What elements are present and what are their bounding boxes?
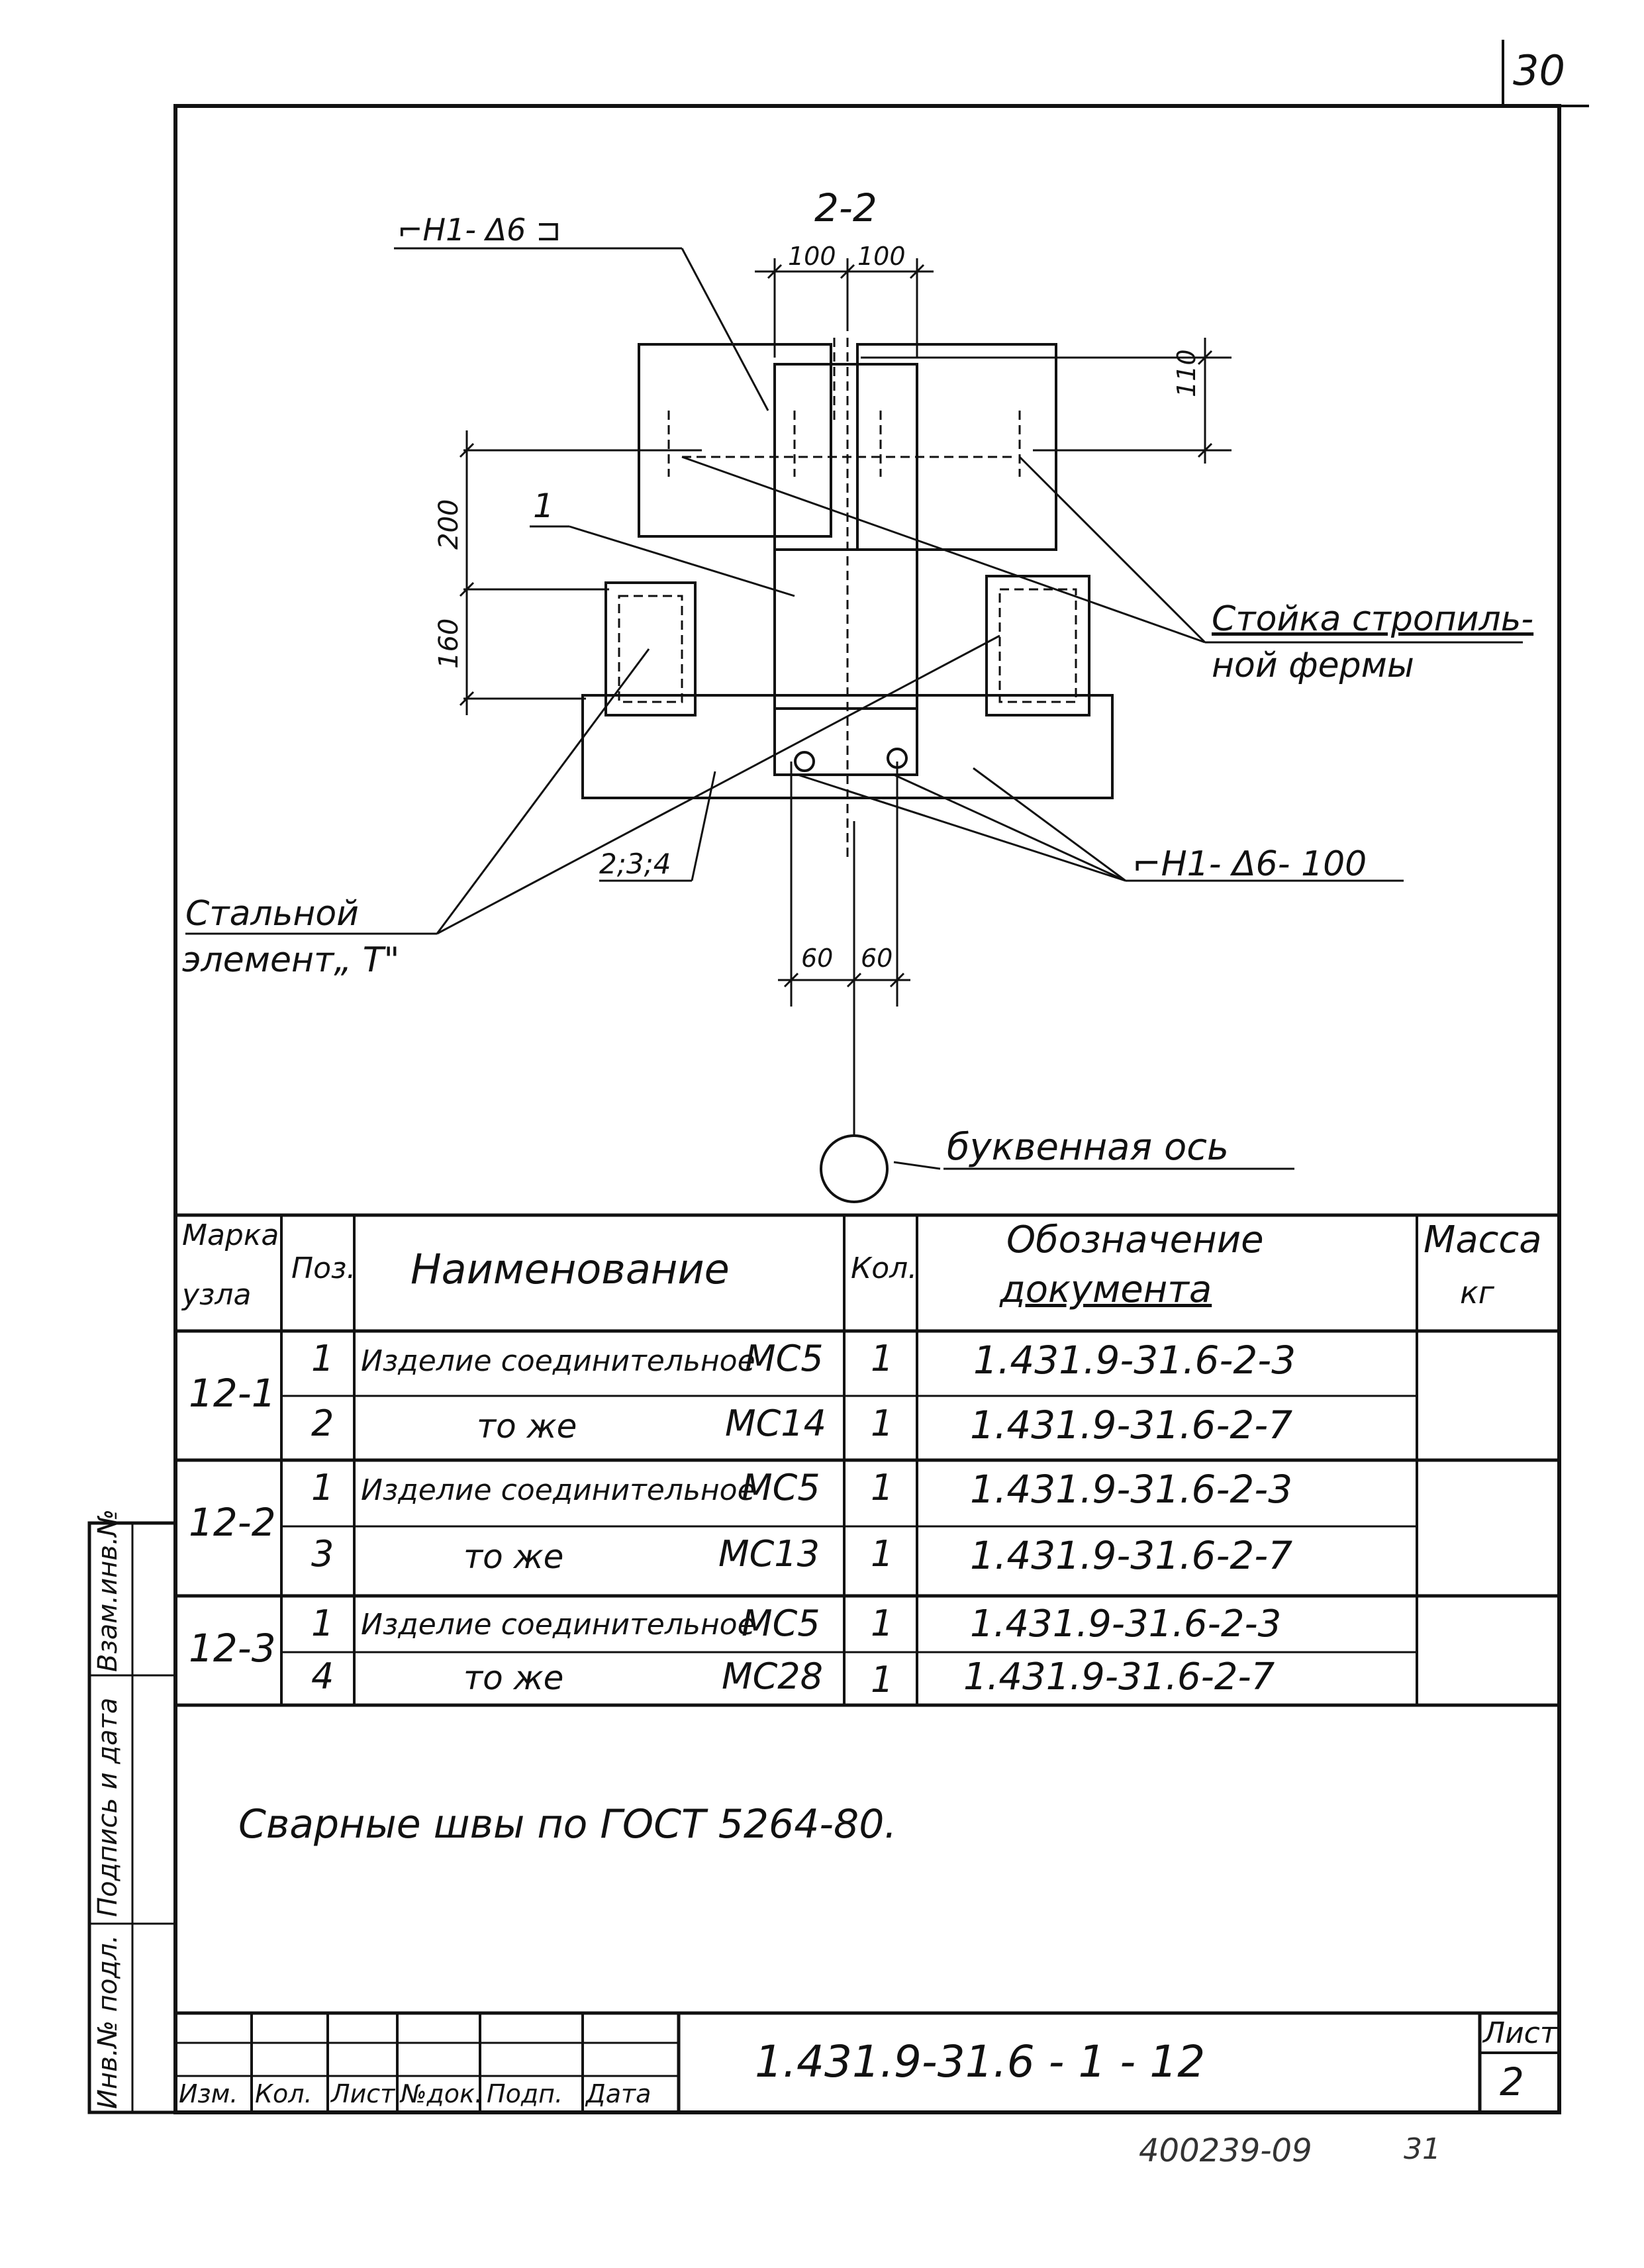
row-name: то же <box>463 1659 564 1697</box>
sheet-number: 2 <box>1500 2059 1524 2104</box>
row-doc: 1.431.9-31.6-2-3 <box>970 1467 1293 1512</box>
section-label: 2-2 <box>814 185 877 230</box>
title-col-change: Изм. <box>179 2079 238 2108</box>
row-qty: 1 <box>871 1467 894 1508</box>
row-pos: 3 <box>311 1533 334 1575</box>
archive-stamp-suffix: 31 <box>1404 2132 1441 2166</box>
row-code: МС13 <box>718 1533 820 1575</box>
row-doc: 1.431.9-31.6-2-3 <box>970 1602 1282 1646</box>
title-col-date: Дата <box>586 2079 652 2108</box>
strip-signature-date: Подпись и дата <box>93 1697 123 1917</box>
header-mass-line2: кг <box>1460 1275 1494 1310</box>
row-pos: 2 <box>311 1403 334 1444</box>
title-col-signature: Подп. <box>487 2079 563 2108</box>
strip-replaced-inventory: Взам.инв.№ <box>93 1508 123 1672</box>
document-designation: 1.431.9-31.6 - 1 - 12 <box>755 2036 1206 2087</box>
row-doc: 1.431.9-31.6-2-7 <box>970 1533 1293 1578</box>
archive-stamp: 400239-09 <box>1139 2132 1312 2169</box>
group-mark: 12-1 <box>189 1371 276 1416</box>
row-code: МС5 <box>745 1338 824 1379</box>
title-col-sheet: Лист <box>331 2079 395 2108</box>
title-col-qty: Кол. <box>255 2079 313 2108</box>
truss-post-label-line1: Стойка стропиль- <box>1212 599 1534 639</box>
header-mark-line1: Марка <box>182 1218 279 1252</box>
row-name: Изделие соединительное <box>361 1473 755 1507</box>
header-mark-line2: узла <box>182 1278 252 1312</box>
dim-bottom-right: 60 <box>861 944 893 973</box>
row-doc: 1.431.9-31.6-2-3 <box>973 1338 1296 1383</box>
row-name: Изделие соединительное <box>361 1608 755 1642</box>
row-name: Изделие соединительное <box>361 1344 755 1378</box>
dim-top-left: 100 <box>788 242 836 271</box>
steel-element-label-line1: Стальной <box>185 894 359 934</box>
sheet-label: Лист <box>1483 2016 1557 2050</box>
row-pos: 1 <box>311 1602 334 1644</box>
sheet-corner-number: 30 <box>1513 46 1565 95</box>
row-name: то же <box>477 1407 577 1446</box>
weld-top-label: ⌐Н1- Δ6 ⊐ <box>397 212 561 248</box>
header-qty: Кол. <box>851 1252 918 1285</box>
steel-element-label-line2: элемент„ Т" <box>182 940 400 980</box>
strip-inventory-number: Инв.№ подл. <box>93 1934 123 2109</box>
row-qty: 1 <box>871 1602 894 1644</box>
header-doc-line2: документа <box>1000 1268 1212 1311</box>
row-doc: 1.431.9-31.6-2-7 <box>970 1403 1293 1448</box>
row-qty: 1 <box>871 1403 894 1444</box>
row-code: МС14 <box>725 1403 827 1444</box>
group-mark: 12-3 <box>189 1626 276 1671</box>
section-drawing <box>185 247 1523 1203</box>
axis-label: буквенная ось <box>947 1126 1230 1169</box>
row-code: МС28 <box>722 1655 824 1697</box>
spec-table-grid <box>175 1213 1559 1707</box>
dim-top-right: 100 <box>857 242 906 271</box>
position-1-label: 1 <box>533 487 554 525</box>
header-doc-line1: Обозначение <box>1006 1218 1264 1261</box>
row-code: МС5 <box>742 1602 820 1644</box>
row-pos: 1 <box>311 1467 334 1508</box>
header-name: Наименование <box>411 1245 730 1293</box>
group-mark: 12-2 <box>189 1500 276 1545</box>
welding-note: Сварные швы по ГОСТ 5264-80. <box>238 1801 897 1848</box>
row-code: МС5 <box>742 1467 820 1508</box>
dim-bottom-left: 60 <box>801 944 834 973</box>
row-name: то же <box>463 1538 564 1576</box>
truss-post-label-line2: ной фермы <box>1212 646 1414 685</box>
header-mass-line1: Масса <box>1424 1218 1542 1261</box>
position-234-label: 2;3;4 <box>599 848 671 880</box>
row-qty: 1 <box>871 1659 894 1701</box>
header-pos: Поз. <box>291 1252 356 1285</box>
weld-bottom-label: ⌐Н1- Δ6- 100 <box>1132 844 1367 884</box>
title-col-docnum: №док. <box>401 2079 483 2108</box>
row-qty: 1 <box>871 1338 894 1379</box>
row-doc: 1.431.9-31.6-2-7 <box>963 1655 1275 1699</box>
row-qty: 1 <box>871 1533 894 1575</box>
row-pos: 4 <box>311 1655 334 1697</box>
row-pos: 1 <box>311 1338 334 1379</box>
